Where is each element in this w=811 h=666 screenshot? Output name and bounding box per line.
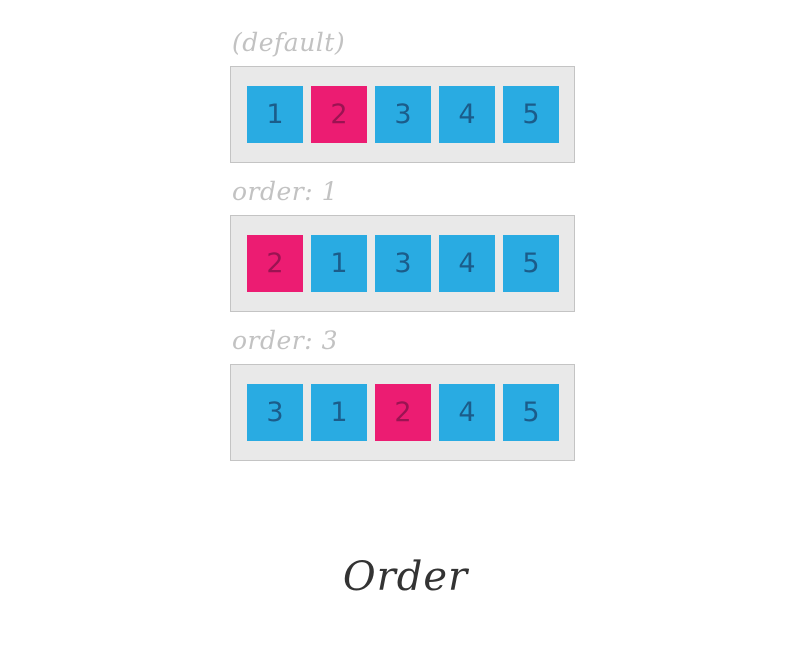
flex-container-order-3: 3 1 2 4 5	[230, 364, 575, 461]
flex-item[interactable]: 4	[439, 384, 495, 441]
flex-item-highlighted[interactable]: 2	[311, 86, 367, 143]
flex-item-highlighted[interactable]: 2	[375, 384, 431, 441]
flex-item[interactable]: 1	[311, 235, 367, 292]
demo-group-default: (default) 1 2 3 4 5	[230, 28, 575, 163]
flex-item[interactable]: 4	[439, 86, 495, 143]
flex-item[interactable]: 5	[503, 384, 559, 441]
flex-item[interactable]: 4	[439, 235, 495, 292]
group-label-order-1: order: 1	[232, 177, 339, 206]
flex-container-order-1: 2 1 3 4 5	[230, 215, 575, 312]
flex-item[interactable]: 3	[247, 384, 303, 441]
flex-item[interactable]: 3	[375, 86, 431, 143]
flex-item-highlighted[interactable]: 2	[247, 235, 303, 292]
flex-container-default: 1 2 3 4 5	[230, 66, 575, 163]
flex-item[interactable]: 1	[311, 384, 367, 441]
flex-item[interactable]: 5	[503, 86, 559, 143]
figure-title: Order	[342, 554, 469, 600]
demo-group-order-3: order: 3 3 1 2 4 5	[230, 326, 575, 461]
order-demo-stack: (default) 1 2 3 4 5 order: 1 2 1 3 4 5 o…	[230, 28, 575, 475]
flex-item[interactable]: 1	[247, 86, 303, 143]
group-label-order-3: order: 3	[232, 326, 339, 355]
flex-item[interactable]: 5	[503, 235, 559, 292]
group-label-default: (default)	[232, 28, 346, 57]
demo-group-order-1: order: 1 2 1 3 4 5	[230, 177, 575, 312]
flex-item[interactable]: 3	[375, 235, 431, 292]
